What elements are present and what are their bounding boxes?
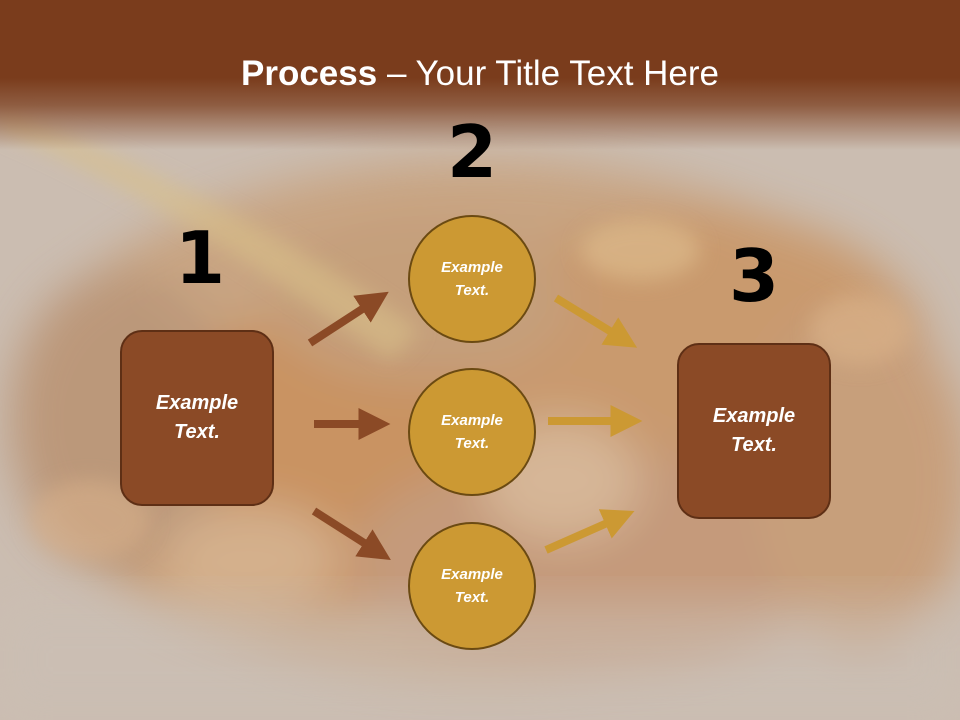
process-circle-middle[interactable]: Example Text.	[408, 368, 536, 496]
right-process-box[interactable]: Example Text.	[677, 343, 831, 519]
slide-title: Process – Your Title Text Here	[0, 52, 960, 96]
right-box-label: Example Text.	[712, 405, 796, 456]
process-circle-bottom[interactable]: Example Text.	[408, 522, 536, 650]
circle-middle-label: Example Text.	[441, 412, 503, 452]
process-circle-top[interactable]: Example Text.	[408, 215, 536, 343]
circle-bottom-label: Example Text.	[441, 566, 503, 606]
step-number-2: 2	[446, 110, 498, 194]
circle-top-label: Example Text.	[441, 259, 503, 299]
left-box-label: Example Text.	[155, 392, 239, 443]
left-process-box[interactable]: Example Text.	[120, 330, 274, 506]
title-bar	[0, 0, 960, 150]
title-bold: Process	[241, 54, 378, 93]
step-number-3: 3	[728, 234, 780, 318]
title-rest: – Your Title Text Here	[377, 54, 719, 93]
step-number-1: 1	[174, 216, 226, 300]
